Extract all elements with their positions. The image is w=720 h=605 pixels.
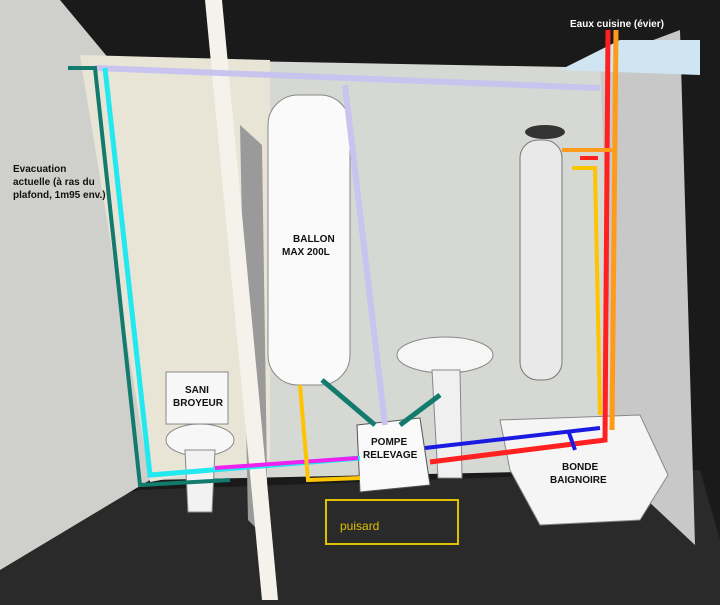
sink (396, 336, 494, 374)
blue-bonde-pipe (566, 429, 577, 451)
blue-pipe (424, 426, 601, 450)
water-heater (267, 94, 351, 386)
shower-column (519, 139, 563, 381)
magenta-pipe (214, 456, 359, 470)
sanibroyeur-label: SANI BROYEUR (173, 385, 224, 409)
yellow-pipe (298, 384, 361, 483)
orange-pipe (609, 29, 619, 431)
teal-ballon-pipe (320, 378, 377, 427)
teal-evacuation-pipe (68, 66, 231, 488)
evacuation-label: Evacuation actuelle (à ras du plafond, 1… (13, 164, 106, 201)
sump-outline (325, 499, 459, 545)
toilet-tank (165, 371, 229, 425)
sky-window (560, 40, 700, 75)
pompe-label: POMPE RELEVAGE (363, 437, 418, 461)
lavender-vent-drop (342, 84, 388, 426)
red-pipe (429, 29, 611, 465)
teal-sink-pipe (398, 393, 442, 427)
partition-panel (205, 0, 278, 600)
ballon-label: BALLON MAX 200L (282, 234, 337, 258)
puisard-label: puisard (340, 519, 379, 533)
eaux-cuisine-label: Eaux cuisine (évier) (570, 19, 664, 30)
shower-head (525, 125, 565, 139)
lavender-vent-pipe (94, 65, 601, 91)
yellow-bathtub-pipe (572, 166, 602, 416)
bonde-label: BONDE BAIGNOIRE (550, 462, 607, 486)
bathtub (499, 414, 669, 526)
lift-pump (356, 417, 431, 493)
